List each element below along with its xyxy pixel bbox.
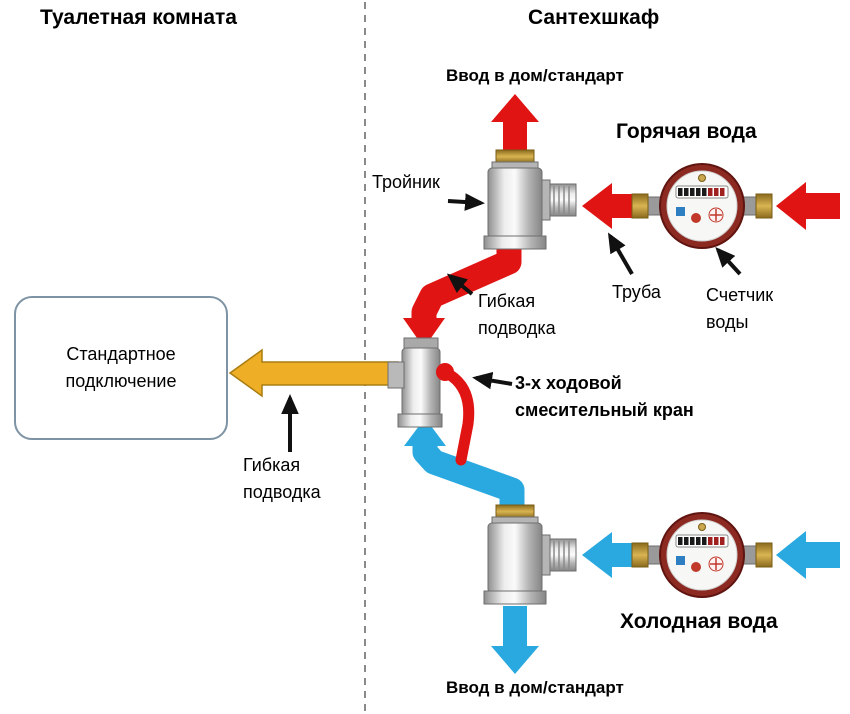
three-way-mixing-valve [387, 337, 475, 466]
hot-tee-fitting [483, 149, 577, 250]
cold-inlet-arrow [776, 531, 840, 579]
mixed-supply-arrow [228, 348, 399, 398]
valve-callout-arrow [472, 371, 513, 390]
hot-inlet-arrow [776, 182, 840, 230]
cold-tee-fitting [483, 504, 577, 605]
meter-label: Счетчик воды [706, 282, 773, 336]
standard-connection-line1: Стандартное [66, 344, 176, 364]
hot-flex-hose-arrowhead [403, 318, 445, 348]
pipe-label: Труба [612, 282, 661, 302]
meter-label-line2: воды [706, 312, 749, 332]
valve-red-lever [439, 366, 475, 466]
standard-connection-box: Стандартное подключение [14, 296, 228, 440]
pipe-callout-arrow [607, 232, 634, 276]
top-inlet-label: Ввод в дом/стандарт [446, 66, 624, 85]
tee-callout-arrow [447, 193, 485, 211]
cold-water-meter [631, 512, 773, 598]
flex-hose-top-line1: Гибкая [478, 291, 536, 311]
mixing-valve-label: 3-х ходовой смесительный кран [515, 370, 694, 424]
flex-hose-bottom-line1: Гибкая [243, 455, 301, 475]
hot-riser-up-arrow [491, 94, 539, 152]
hot-flex-hose-elbow [411, 236, 522, 325]
valve-lever-cap [436, 363, 454, 381]
hot-water-meter [631, 163, 773, 249]
meter-label-line1: Счетчик [706, 285, 774, 305]
meter-callout-arrow [715, 247, 742, 276]
mixing-valve-label-line1: 3-х ходовой [515, 373, 622, 393]
left-room-title: Туалетная комната [40, 6, 237, 29]
cold-flex-hose-arrowhead [404, 418, 446, 446]
flex-hose-top-callout-arrow [446, 273, 474, 296]
standard-connection-line2: подключение [65, 371, 177, 391]
right-room-title: Сантехшкаф [528, 6, 660, 29]
cold-flex-hose-elbow [412, 439, 525, 514]
mixing-valve-label-line2: смесительный кран [515, 400, 694, 420]
cold-water-title: Холодная вода [620, 610, 778, 633]
tee-label: Тройник [372, 172, 440, 192]
bottom-inlet-label: Ввод в дом/стандарт [446, 678, 624, 697]
hot-water-title: Горячая вода [616, 120, 757, 143]
cold-riser-down-arrow [491, 606, 539, 674]
flex-hose-bottom-line2: подводка [243, 482, 321, 502]
flex-hose-top-label: Гибкая подводка [478, 288, 556, 342]
flex-hose-top-line2: подводка [478, 318, 556, 338]
flex-hose-bottom-label: Гибкая подводка [243, 452, 321, 506]
